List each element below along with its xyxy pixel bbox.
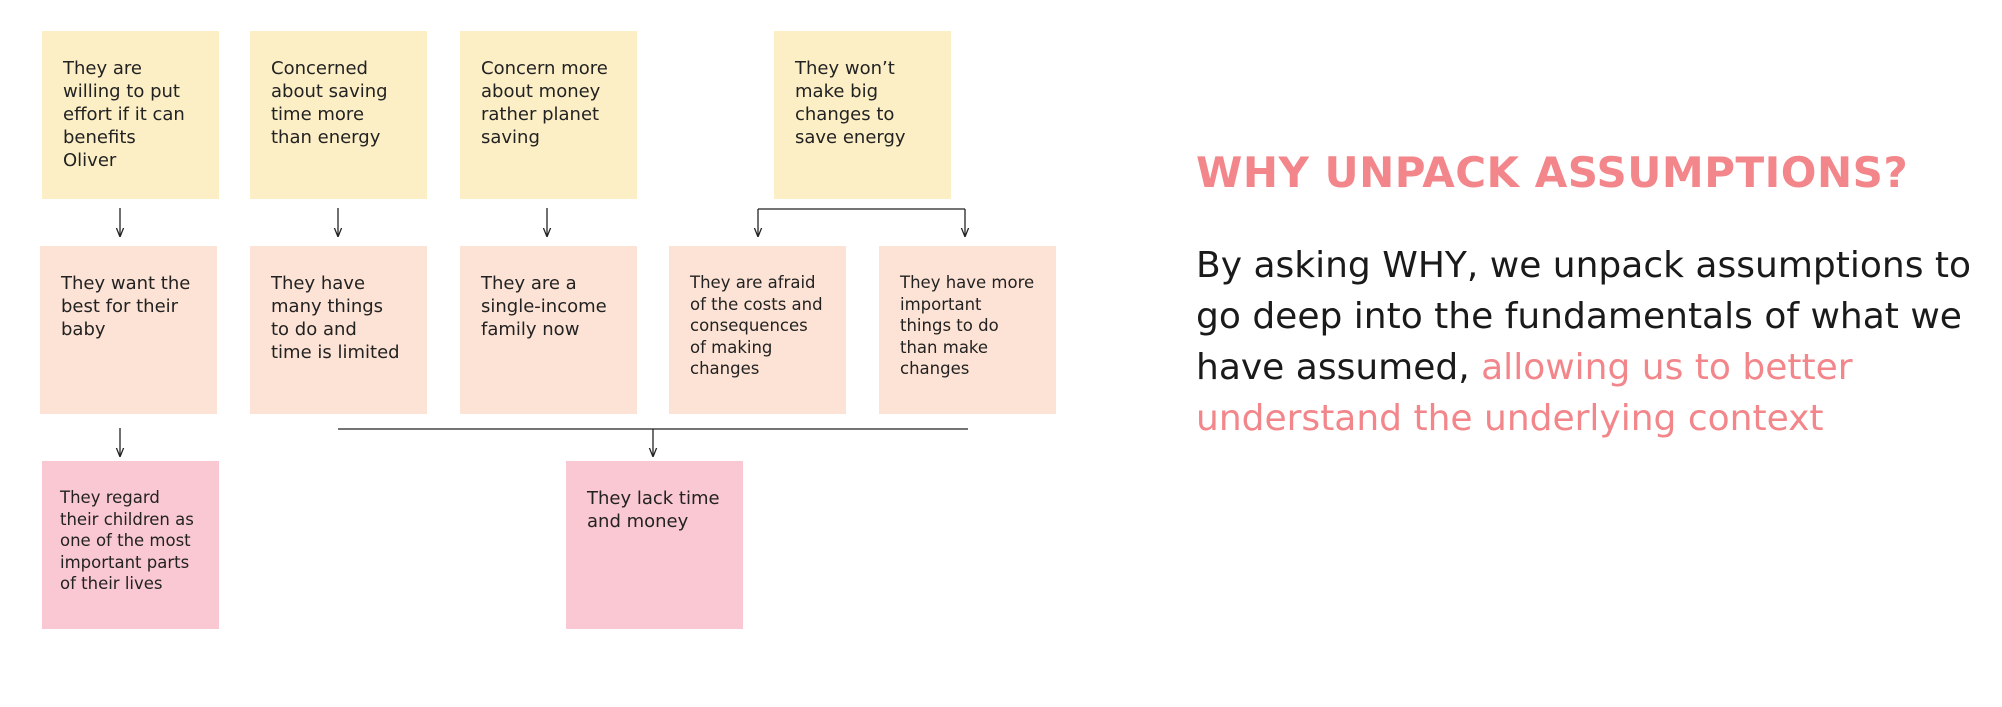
sticky-note-single-income: They are a single-income family now [460,246,637,414]
sticky-note-no-big-changes: They won’t make big changes to save ener… [774,31,951,199]
sticky-note-afraid-of-costs: They are afraid of the costs and consequ… [669,246,846,414]
sticky-note-more-important-things: They have more important things to do th… [879,246,1056,414]
sticky-note-effort-benefits-oliver: They are willing to put effort if it can… [42,31,219,199]
sticky-note-children-important: They regard their children as one of the… [42,461,219,629]
sticky-note-best-for-baby: They want the best for their baby [40,246,217,414]
page-title: WHY UNPACK ASSUMPTIONS? [1196,148,1909,197]
sticky-note-lack-time-money: They lack time and money [566,461,743,629]
explanation-highlight: allowing us to better understand the und… [1196,347,1853,439]
sticky-note-concern-money: Concern more about money rather planet s… [460,31,637,199]
explanation-plain: By asking WHY, we unpack assumptions to … [1196,245,1972,388]
sticky-note-time-limited: They have many things to do and time is … [250,246,427,414]
explanation-text: By asking WHY, we unpack assumptions to … [1196,240,1986,444]
sticky-note-saving-time: Concerned about saving time more than en… [250,31,427,199]
